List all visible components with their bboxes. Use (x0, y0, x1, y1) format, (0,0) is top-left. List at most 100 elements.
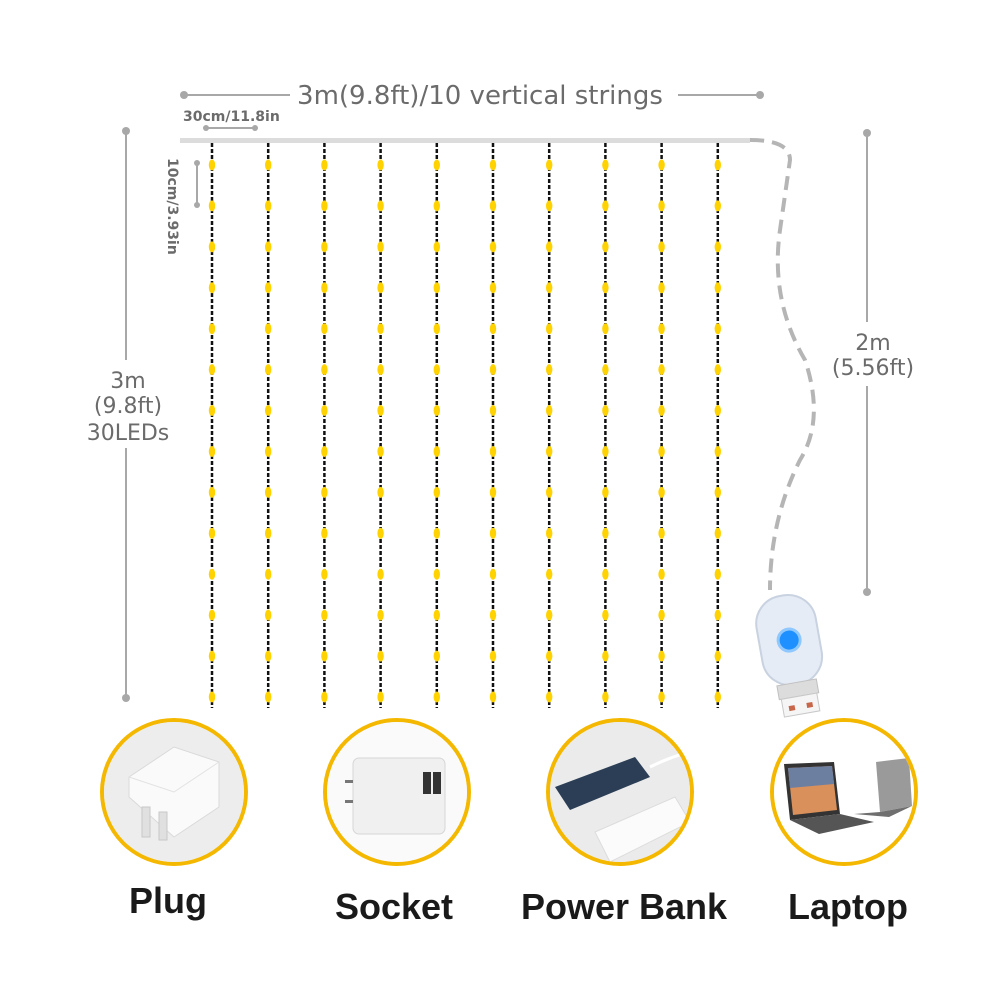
led-bulb (714, 282, 721, 294)
led-bulb (208, 405, 216, 417)
width-dimension: 3m(9.8ft)/10 vertical strings (180, 81, 764, 111)
led-bulb (433, 282, 440, 294)
led-bulb (658, 200, 665, 212)
controller-button-icon (776, 627, 802, 653)
led-bulb (658, 405, 665, 417)
led-bulb (208, 200, 216, 212)
led-bulb (602, 282, 609, 294)
led-bulb (377, 609, 384, 621)
plug-icon (104, 722, 244, 862)
led-bulb (208, 241, 216, 253)
led-bulb (377, 200, 384, 212)
led-bulb (658, 691, 665, 703)
led-bulb (546, 527, 553, 539)
led-bulb (489, 159, 497, 171)
power-bank-circle (546, 718, 694, 866)
led-bulb (489, 527, 497, 539)
led-bulb (208, 650, 216, 662)
led-bulb (489, 323, 497, 335)
led-bulb (714, 568, 721, 580)
led-bulb (658, 323, 665, 335)
led-bulb (714, 241, 721, 253)
led-bulb (602, 445, 609, 457)
led-bulb (658, 159, 665, 171)
led-bulb (321, 486, 328, 498)
led-bulb (489, 568, 497, 580)
led-spacing-dimension: 10cm/3.93in (164, 158, 200, 255)
led-bulb (433, 159, 440, 171)
led-bulb (714, 609, 721, 621)
usb-controller (755, 593, 824, 718)
led-bulb (265, 282, 272, 294)
led-bulb (208, 323, 216, 335)
led-bulb (433, 405, 440, 417)
led-bulb (489, 609, 497, 621)
laptop-label: Laptop (788, 886, 908, 927)
led-string (489, 143, 497, 708)
led-bulb (433, 323, 440, 335)
led-bulb (546, 445, 553, 457)
led-bulb (489, 445, 497, 457)
led-bulb (321, 691, 328, 703)
led-bulb (602, 323, 609, 335)
led-bulb (321, 282, 328, 294)
power-bank-label: Power Bank (520, 886, 728, 927)
led-bulb (377, 445, 384, 457)
led-bulb (265, 609, 272, 621)
led-bulb (602, 200, 609, 212)
led-bulb (208, 364, 216, 376)
lead-cable (749, 138, 816, 591)
led-bulb (208, 527, 216, 539)
led-bulb (714, 159, 721, 171)
led-bulb (602, 650, 609, 662)
led-bulb (433, 527, 440, 539)
led-string (208, 143, 216, 708)
led-bulb (602, 486, 609, 498)
led-bulb (377, 323, 384, 335)
led-bulb (602, 609, 609, 621)
led-bulb (714, 650, 721, 662)
led-bulb (433, 691, 440, 703)
led-bulb (489, 650, 497, 662)
led-bulb (265, 445, 272, 457)
led-bulb (602, 159, 609, 171)
led-bulb (265, 568, 272, 580)
led-bulb (265, 486, 272, 498)
led-bulb (602, 364, 609, 376)
led-bulb (265, 650, 272, 662)
led-bulb (321, 405, 328, 417)
led-bulb (714, 691, 721, 703)
led-string (377, 143, 384, 708)
led-bulb (658, 650, 665, 662)
led-string (321, 143, 328, 708)
led-bulb (433, 486, 440, 498)
string-length-dimension: 3m (9.8ft) 30LEDs (87, 127, 169, 702)
led-bulb (321, 650, 328, 662)
led-bulb (658, 527, 665, 539)
led-bulb (377, 405, 384, 417)
laptop-icon (774, 722, 914, 862)
led-bulb (321, 241, 328, 253)
led-bulb (377, 486, 384, 498)
socket-circle (323, 718, 471, 866)
led-bulb (489, 200, 497, 212)
socket-icon (327, 722, 467, 862)
led-string (714, 143, 721, 708)
led-bulb (546, 568, 553, 580)
led-bulb (265, 364, 272, 376)
led-bulb (433, 568, 440, 580)
led-bulb (546, 364, 553, 376)
led-bulb (377, 568, 384, 580)
led-bulb (208, 568, 216, 580)
led-bulb (265, 405, 272, 417)
led-bulb (658, 486, 665, 498)
led-bulb (433, 609, 440, 621)
lead-length-line1: 2m (855, 331, 890, 356)
led-bulb (433, 650, 440, 662)
led-bulb (546, 200, 553, 212)
led-bulb (658, 364, 665, 376)
led-bulb (377, 691, 384, 703)
led-bulb (377, 159, 384, 171)
led-bulb (265, 200, 272, 212)
